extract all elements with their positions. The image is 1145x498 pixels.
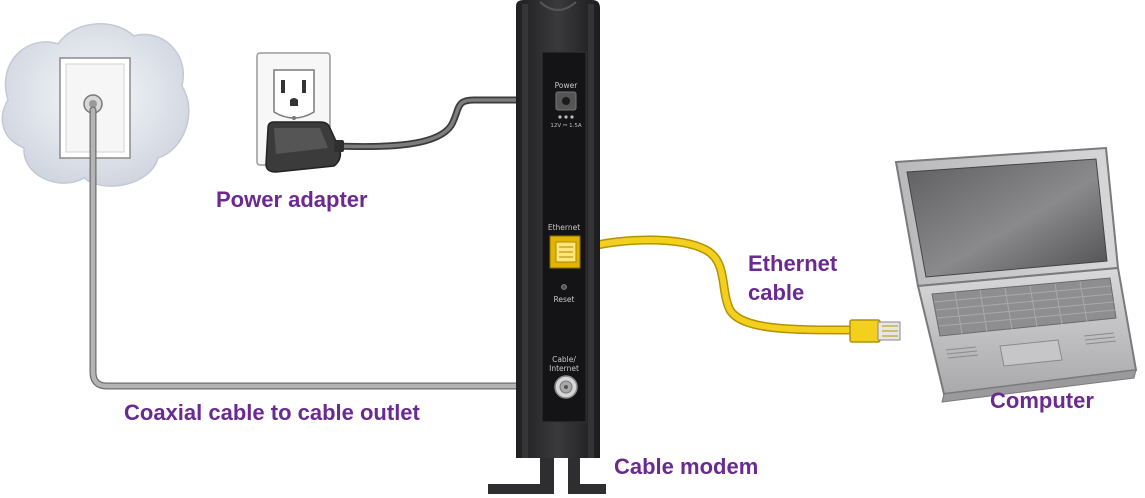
- ethernet-port-label: Ethernet: [548, 223, 580, 232]
- cable-modem-icon: [488, 0, 606, 494]
- power-adapter-label: Power adapter: [216, 187, 368, 212]
- modem-reset-button: Reset: [554, 284, 575, 304]
- cable-modem-label: Cable modem: [614, 454, 758, 479]
- modem-power-port: Power 12V ⎓ 1.5A: [550, 81, 581, 129]
- coaxial-cable: [89, 106, 562, 390]
- ethernet-connector-icon: [849, 319, 901, 343]
- coaxial-cable-label: Coaxial cable to cable outlet: [124, 400, 421, 425]
- cable-port-label-line2: Internet: [549, 364, 579, 373]
- computer-label: Computer: [990, 388, 1094, 413]
- modem-ethernet-port: Ethernet: [548, 223, 581, 269]
- cable-port-label-line1: Cable/: [552, 355, 576, 364]
- reset-label: Reset: [554, 295, 575, 304]
- laptop-computer-icon: [894, 146, 1138, 403]
- power-cord: [331, 96, 564, 151]
- power-adapter-icon: [265, 121, 344, 173]
- ethernet-cable-label-line2: cable: [748, 280, 804, 305]
- power-spec-label: 12V ⎓ 1.5A: [550, 123, 581, 129]
- ethernet-cable: [580, 235, 857, 335]
- power-port-label: Power: [555, 81, 579, 90]
- modem-cable-internet-port: Cable/ Internet: [549, 355, 579, 399]
- ethernet-cable-label-line1: Ethernet: [748, 251, 838, 276]
